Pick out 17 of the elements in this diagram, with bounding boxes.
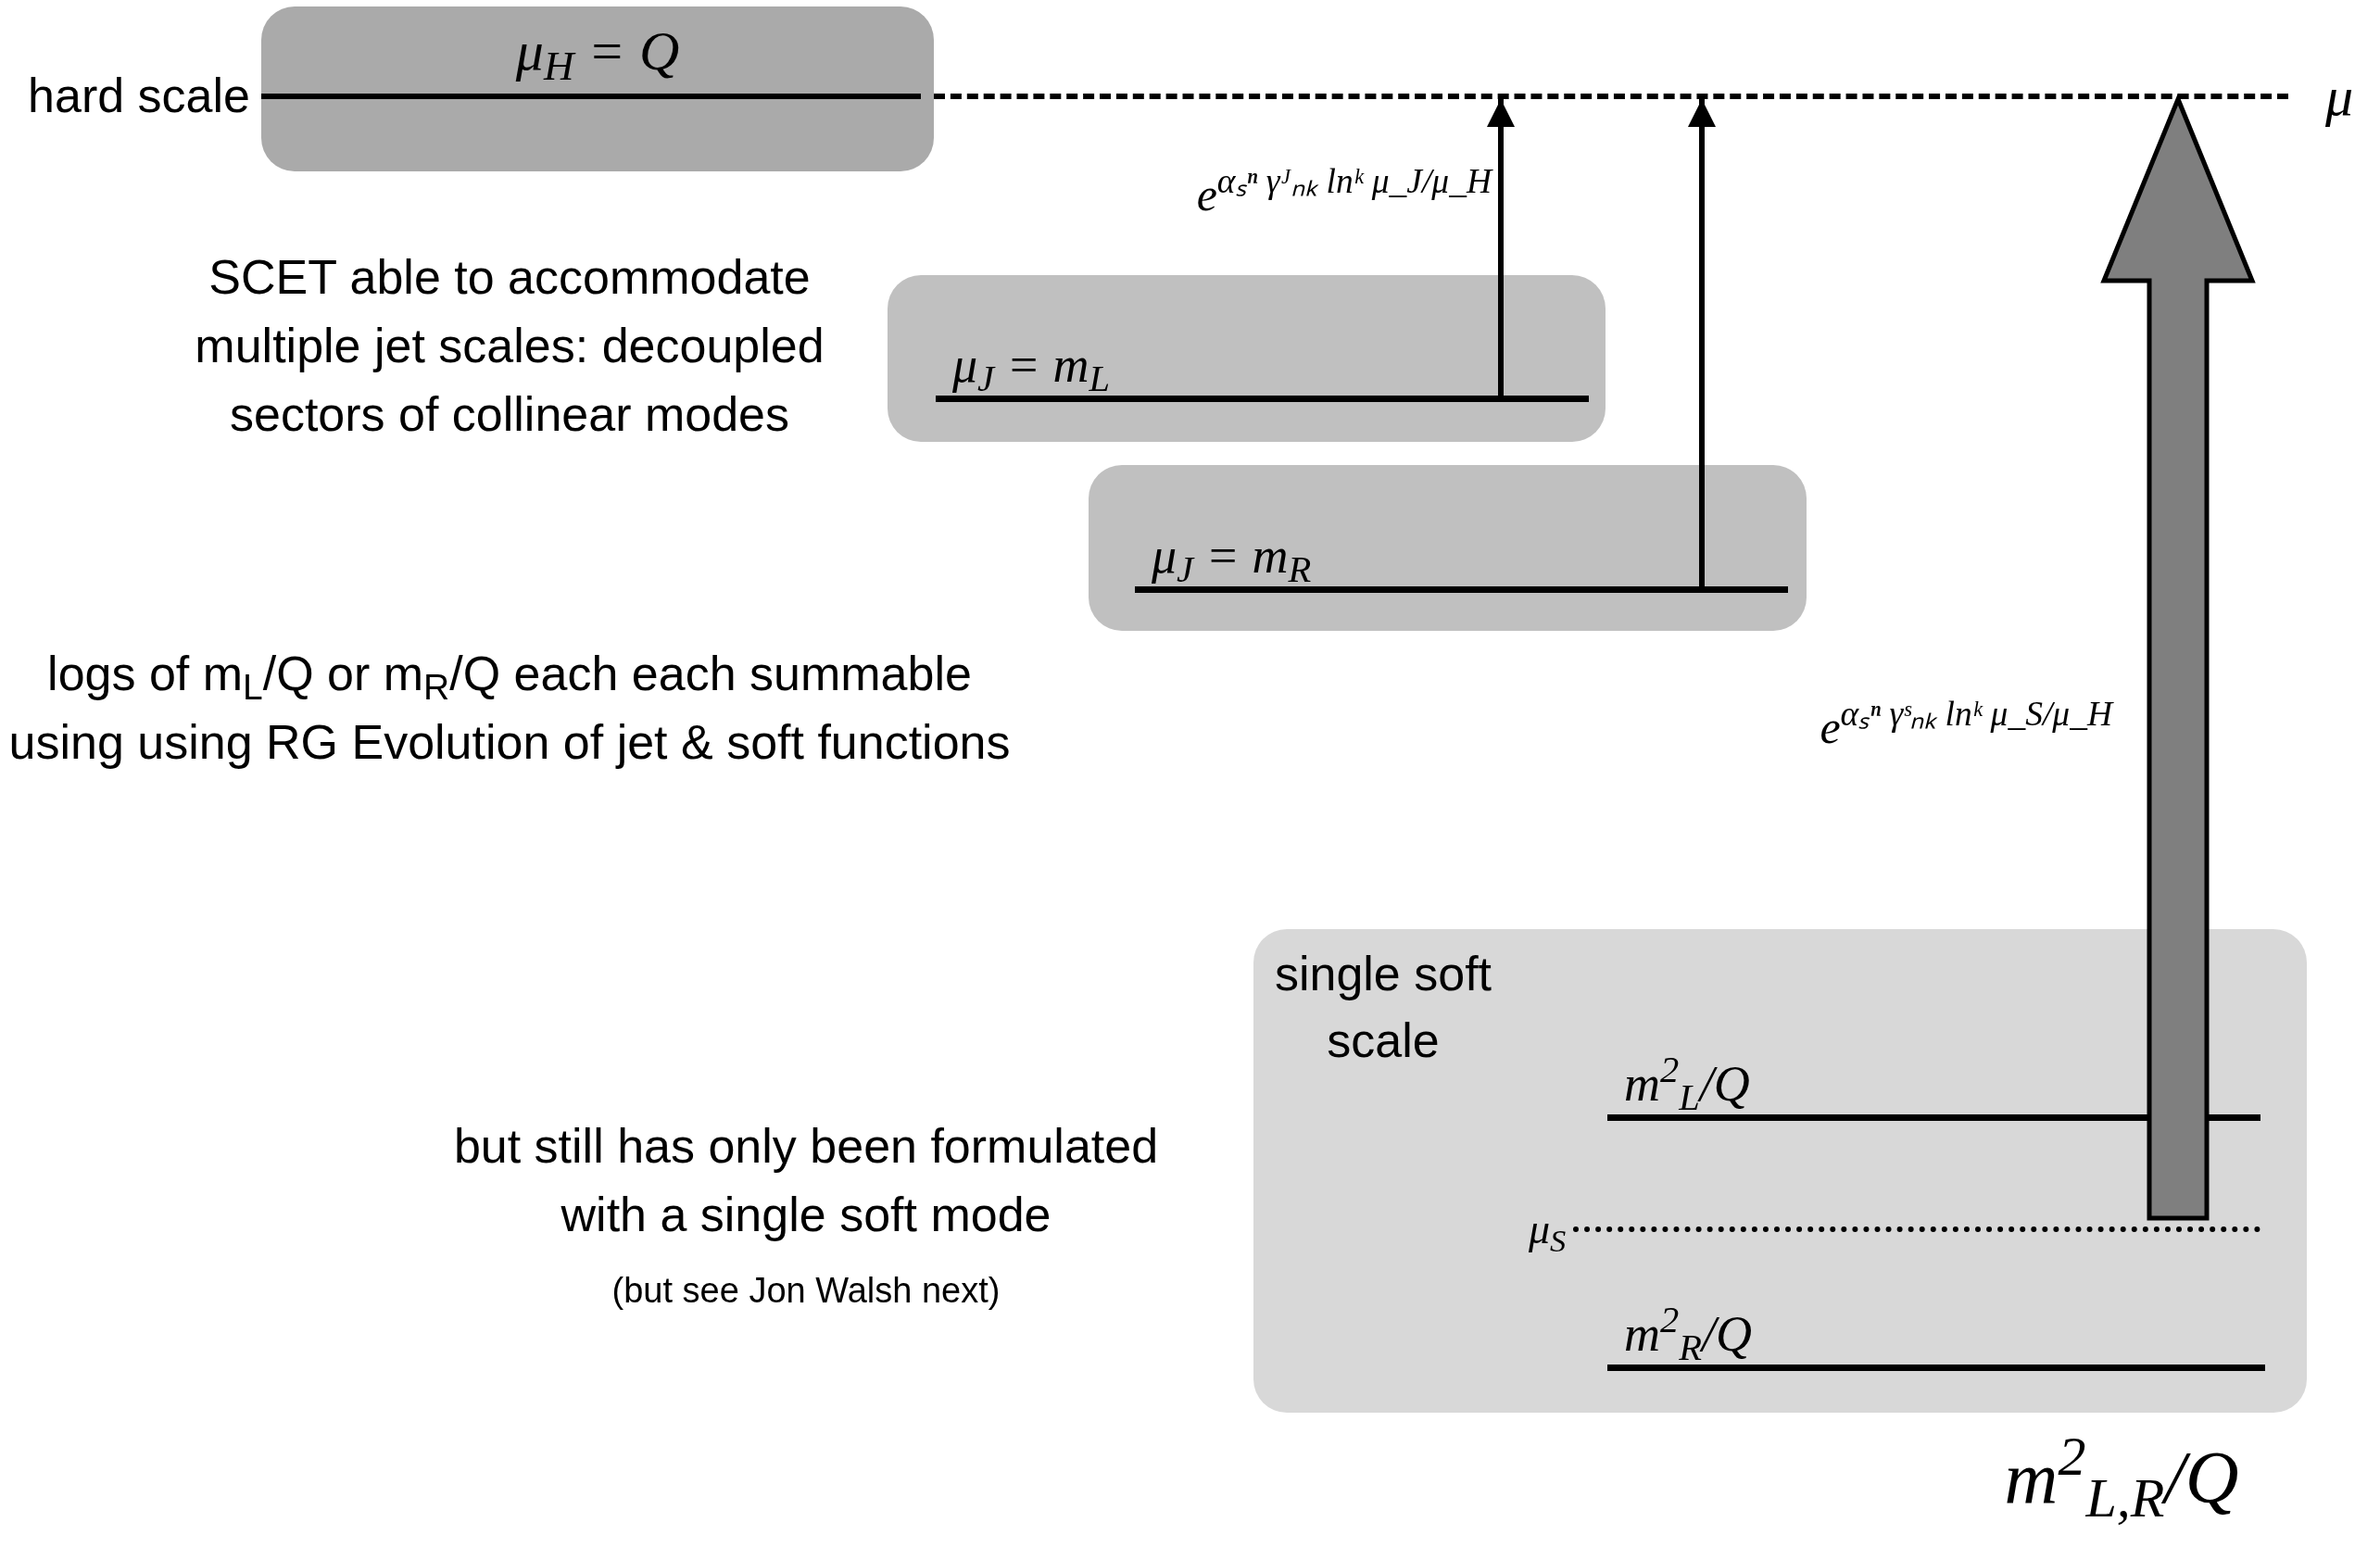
thick-arrow	[2100, 93, 2256, 1221]
note-text: (but see Jon Walsh next)	[611, 1270, 1001, 1312]
scale-name: hard scale	[27, 71, 250, 119]
scale-label: m$^{2}$$_{L}$/Q	[1624, 1059, 1750, 1109]
scale-symbol: μ	[2325, 65, 2355, 129]
scale-label: m$^{2}$$_{R}$/Q	[1624, 1309, 1752, 1359]
axis-label: m$^{2}$$_{L,R}$/Q	[2003, 1431, 2240, 1524]
scale-label: μ$_{S}$	[1529, 1208, 1568, 1251]
soft-scale-box	[1253, 929, 2307, 1413]
note-text: logs of m$_{L}$/Q or m$_{R}$/Q each each summable using using RG Evolution of jet & soft functions	[7, 646, 1012, 771]
box-heading: single soft scale	[1273, 946, 1493, 1069]
note-text: SCET able to accommodate multiple jet scales: decoupled sectors of collinear modes	[194, 249, 825, 443]
jet-scale-box	[1089, 465, 1807, 631]
hard-scale-box	[261, 6, 934, 171]
dashed-scale-line	[934, 94, 2288, 99]
note-text: but still has only been formulated with a single soft mode	[452, 1118, 1160, 1243]
jet-scale-box	[888, 275, 1606, 442]
